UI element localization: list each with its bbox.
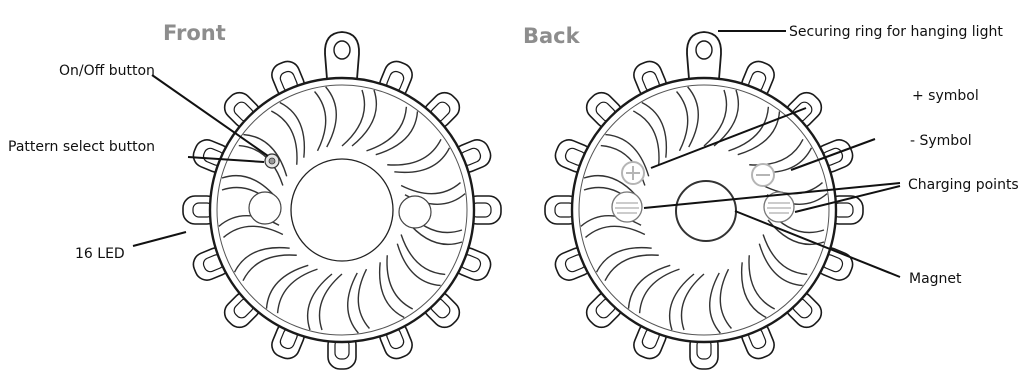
front-securing-ring (325, 32, 359, 79)
charging-point-left (612, 192, 642, 222)
label-minus-symbol: - Symbol (910, 133, 972, 149)
front-center-lens (291, 159, 393, 261)
minus-symbol-icon (752, 164, 774, 186)
label-plus-symbol: + symbol (912, 88, 979, 104)
back-securing-ring (687, 32, 721, 79)
front-left-led (249, 192, 281, 224)
back-title: Back (523, 24, 581, 48)
front-title: Front (163, 21, 226, 45)
label-charging-points: Charging points (908, 177, 1019, 193)
label-securing-ring: Securing ring for hanging light (789, 24, 1003, 40)
label-16-led: 16 LED (75, 246, 125, 262)
label-magnet: Magnet (909, 271, 962, 287)
label-on-off-button: On/Off button (59, 63, 155, 79)
front-right-led (399, 196, 431, 228)
label-pattern-select-button: Pattern select button (8, 139, 155, 155)
leader-led (133, 232, 186, 246)
plus-symbol-icon (622, 162, 644, 184)
magnet (676, 181, 736, 241)
